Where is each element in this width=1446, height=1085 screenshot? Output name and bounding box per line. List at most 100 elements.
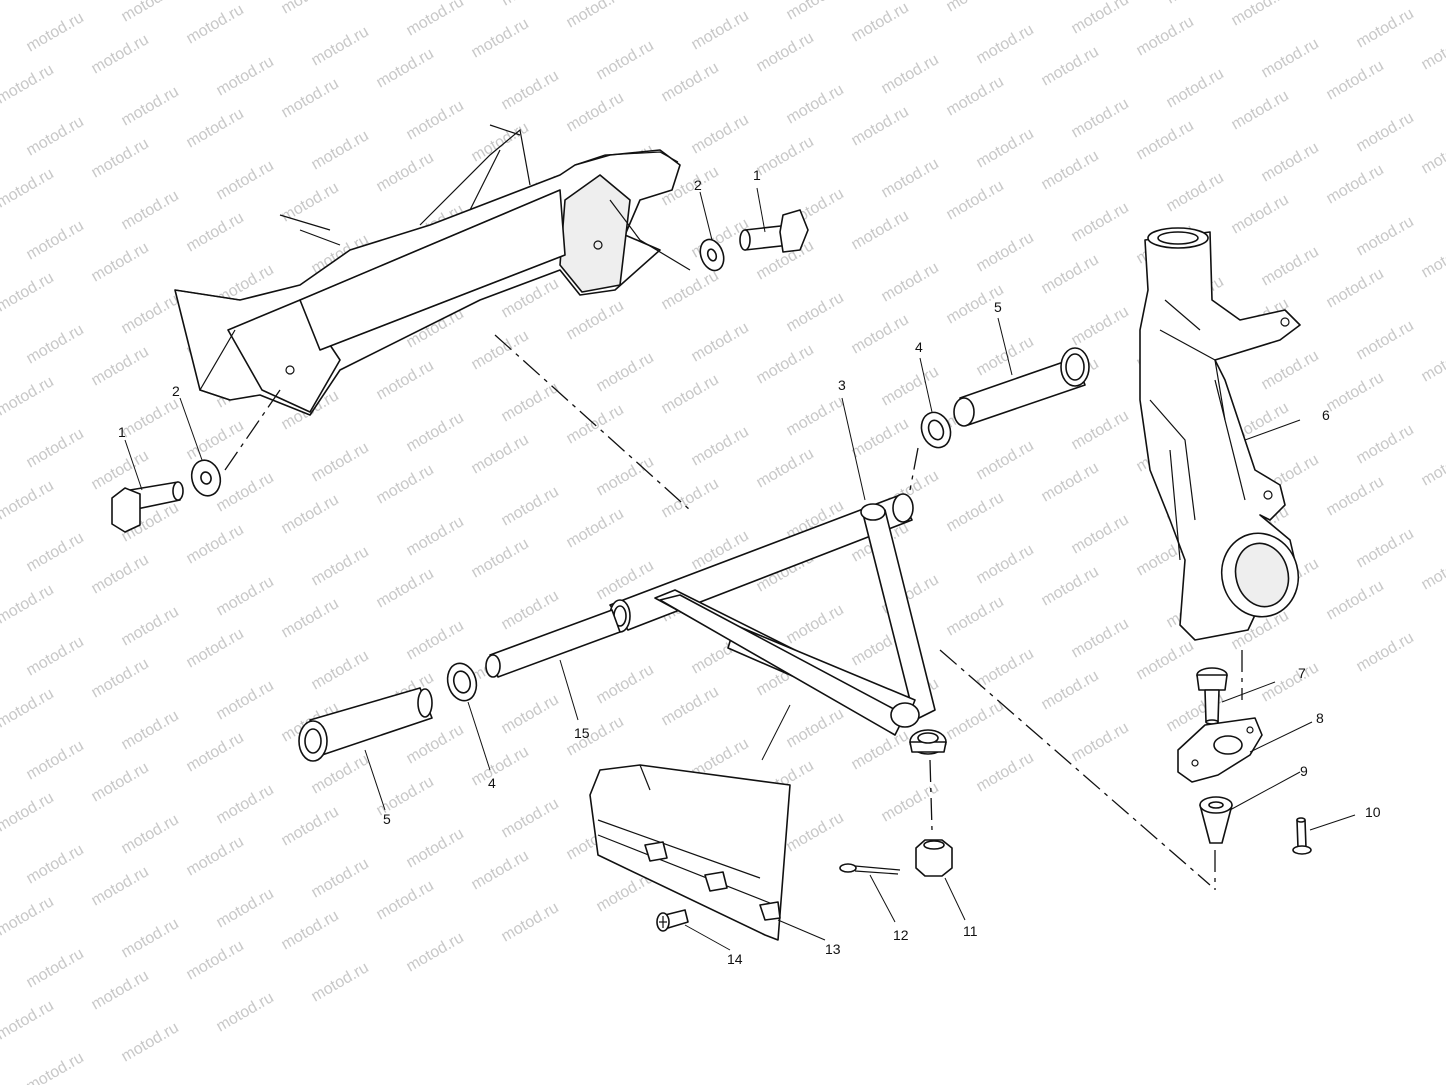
watermark-text-26: motod.ru [24, 217, 87, 263]
watermark-text-146: motod.ru [214, 573, 277, 619]
watermark-text-46: motod.ru [944, 0, 1007, 15]
centerline-nut [929, 759, 933, 831]
watermark-text-254: motod.ru [1069, 615, 1132, 661]
sleeve-top-part [953, 347, 1090, 427]
watermark-text-88: motod.ru [974, 125, 1037, 171]
centerline-bolt-left [224, 389, 281, 471]
callout-bushing-bottom: 4 [488, 775, 496, 791]
frame-part [174, 124, 691, 416]
watermark-text-105: motod.ru [1039, 147, 1102, 193]
watermark-text-215: motod.ru [499, 691, 562, 737]
nut-part [915, 839, 953, 877]
watermark-text-233: motod.ru [659, 683, 722, 729]
watermark-text-269: motod.ru [944, 697, 1007, 743]
watermark-text-164: motod.ru [374, 565, 437, 611]
watermark-text-31: motod.ru [499, 67, 562, 113]
watermark-text-120: motod.ru [879, 259, 942, 305]
watermark-text-74: motod.ru [1134, 13, 1197, 59]
watermark-text-179: motod.ru [214, 677, 277, 723]
watermark-text-210: motod.ru [24, 841, 87, 887]
watermark-text-144: motod.ru [24, 633, 87, 679]
watermark-text-285: motod.ru [974, 749, 1037, 795]
watermark-text-22: motod.ru [469, 15, 532, 61]
centerline-arm [494, 334, 691, 511]
watermark-text-87: motod.ru [879, 155, 942, 201]
watermark-text-169: motod.ru [849, 415, 912, 461]
watermark-text-91: motod.ru [1259, 35, 1322, 81]
watermark-text-194: motod.ru [89, 759, 152, 805]
watermark-text-182: motod.ru [499, 587, 562, 633]
watermark-text-103: motod.ru [849, 207, 912, 253]
watermark-text-181: motod.ru [404, 617, 467, 663]
watermark-text-115: motod.ru [404, 409, 467, 455]
watermark-text-283: motod.ru [784, 809, 847, 855]
watermark-text-128: motod.ru [89, 551, 152, 597]
watermark-text-221: motod.ru [1069, 511, 1132, 557]
watermark-text-79: motod.ru [119, 395, 182, 441]
watermark-text-253: motod.ru [974, 645, 1037, 691]
watermark-text-268: motod.ru [849, 727, 912, 773]
watermark-text-30: motod.ru [404, 97, 467, 143]
watermark-text-32: motod.ru [594, 37, 657, 83]
watermark-text-122: motod.ru [1069, 199, 1132, 245]
watermark-text-63: motod.ru [89, 343, 152, 389]
bolt-left-part [111, 481, 184, 533]
watermark-text-224: motod.ru [1354, 421, 1417, 467]
watermark-text-157: motod.ru [1259, 243, 1322, 289]
watermark-text-49: motod.ru [24, 321, 87, 367]
watermark-text-246: motod.ru [309, 855, 372, 901]
watermark-text-237: motod.ru [1039, 563, 1102, 609]
watermark-text-23: motod.ru [564, 0, 627, 31]
watermark-text-166: motod.ru [564, 505, 627, 551]
watermark-text-147: motod.ru [309, 543, 372, 589]
watermark-text-148: motod.ru [404, 513, 467, 559]
watermark-text-59: motod.ru [974, 21, 1037, 67]
watermark-text-98: motod.ru [374, 357, 437, 403]
watermark-text-101: motod.ru [659, 267, 722, 313]
watermark-text-149: motod.ru [499, 483, 562, 529]
watermark-text-70: motod.ru [754, 133, 817, 179]
watermark-text-34: motod.ru [784, 0, 847, 23]
watermark-text-50: motod.ru [119, 291, 182, 337]
watermark-text-8: motod.ru [279, 0, 342, 17]
centerline-bushing [909, 447, 919, 491]
watermark-text-271: motod.ru [1134, 637, 1197, 683]
watermark-text-286: motod.ru [1069, 719, 1132, 765]
callout-boot: 9 [1300, 763, 1308, 779]
ball-joint-part [1196, 667, 1228, 725]
watermark-text-151: motod.ru [689, 423, 752, 469]
watermark-text-129: motod.ru [184, 521, 247, 567]
watermark-text-195: motod.ru [184, 729, 247, 775]
watermark-text-261: motod.ru [184, 937, 247, 983]
watermark-text-15: motod.ru [404, 0, 467, 39]
pin-part [1292, 817, 1312, 855]
watermark-text-117: motod.ru [594, 349, 657, 395]
watermark-text-43: motod.ru [659, 59, 722, 105]
watermark-text-99: motod.ru [469, 327, 532, 373]
watermark-text-100: motod.ru [564, 297, 627, 343]
watermark-text-62: motod.ru [0, 373, 57, 419]
watermark-text-244: motod.ru [119, 915, 182, 961]
watermark-text-17: motod.ru [0, 165, 57, 211]
guard-part [589, 764, 791, 941]
watermark-text-12: motod.ru [119, 83, 182, 129]
watermark-text-245: motod.ru [214, 885, 277, 931]
watermark-text-216: motod.ru [594, 661, 657, 707]
watermark-text-251: motod.ru [784, 705, 847, 751]
watermark-text-73: motod.ru [1039, 43, 1102, 89]
watermark-text-263: motod.ru [374, 877, 437, 923]
watermark-text-134: motod.ru [659, 371, 722, 417]
watermark-text-163: motod.ru [279, 595, 342, 641]
watermark-text-28: motod.ru [214, 157, 277, 203]
watermark-text-56: motod.ru [689, 111, 752, 157]
watermark-text-75: motod.ru [1229, 0, 1292, 29]
watermark-text-190: motod.ru [1259, 347, 1322, 393]
watermark-text-243: motod.ru [24, 945, 87, 991]
watermark-text-39: motod.ru [279, 179, 342, 225]
watermark-text-18: motod.ru [89, 135, 152, 181]
watermark-text-114: motod.ru [309, 439, 372, 485]
watermark-text-214: motod.ru [404, 721, 467, 767]
watermark-text-191: motod.ru [1354, 317, 1417, 363]
watermark-text-130: motod.ru [279, 491, 342, 537]
